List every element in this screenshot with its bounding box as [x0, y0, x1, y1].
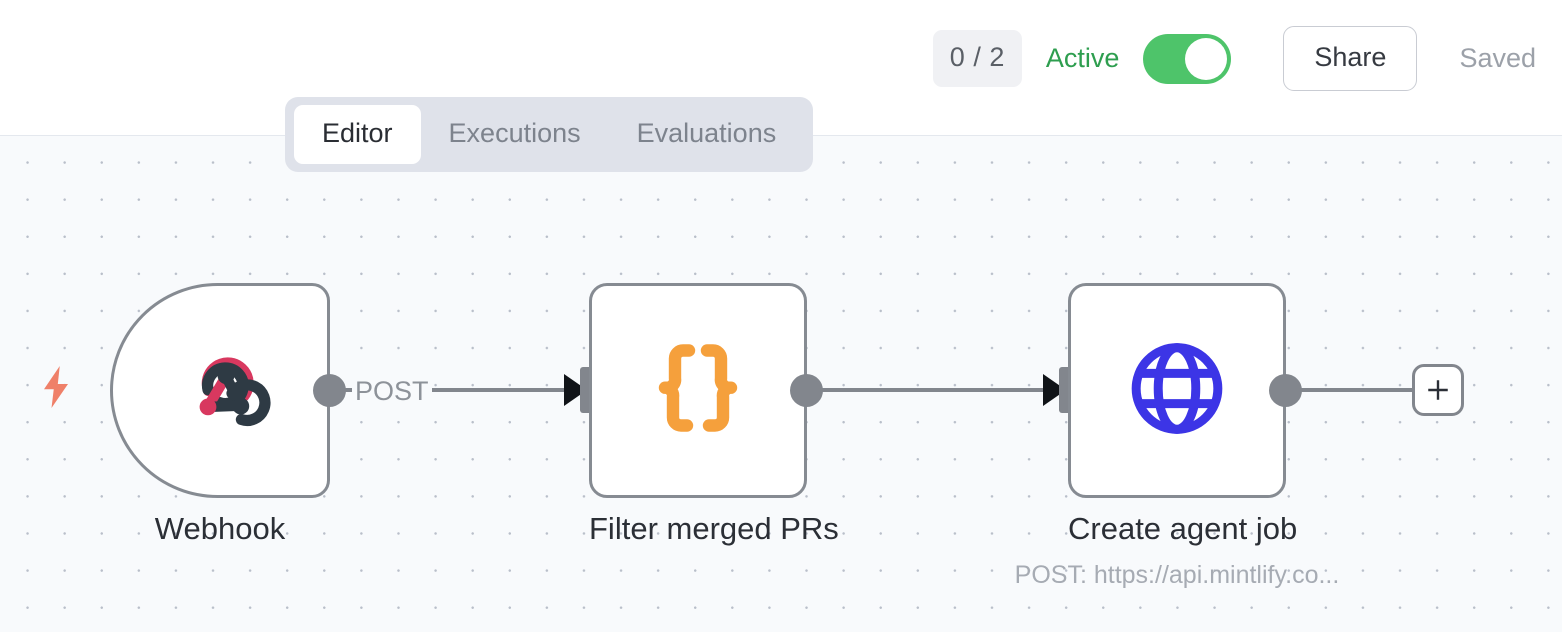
- node-filter-merged-prs[interactable]: [589, 283, 807, 498]
- tab-bar: Editor Executions Evaluations: [285, 97, 814, 172]
- output-port-filter[interactable]: [790, 374, 823, 407]
- output-port-create-agent-job[interactable]: [1269, 374, 1302, 407]
- run-count-badge: 0 / 2: [932, 30, 1022, 87]
- plus-icon: [1428, 380, 1448, 400]
- node-label-create-agent-job: Create agent job: [1068, 511, 1298, 546]
- workflow-canvas[interactable]: Webhook POST Filter merged PRs: [0, 136, 1562, 632]
- webhook-icon: [178, 340, 274, 441]
- saved-status-label: Saved: [1459, 43, 1536, 73]
- tab-editor[interactable]: Editor: [294, 105, 421, 164]
- edge-create-agent-job-to-add[interactable]: [1300, 388, 1412, 392]
- node-webhook[interactable]: [110, 283, 330, 498]
- globe-icon: [1128, 339, 1226, 442]
- edge-filter-to-create-agent-job[interactable]: [821, 388, 1043, 392]
- node-label-webhook: Webhook: [154, 511, 286, 546]
- node-label-filter-merged-prs: Filter merged PRs: [589, 511, 839, 546]
- share-button[interactable]: Share: [1283, 26, 1418, 91]
- active-toggle[interactable]: [1143, 33, 1232, 84]
- curly-braces-icon: [646, 336, 750, 445]
- node-sublabel-create-agent-job: POST: https://api.mintlify.co...: [1014, 561, 1340, 589]
- edge-webhook-to-filter[interactable]: [344, 388, 572, 392]
- add-node-button[interactable]: [1412, 364, 1464, 416]
- tab-evaluations[interactable]: Evaluations: [609, 105, 805, 164]
- lightning-bolt-icon: [38, 364, 74, 415]
- toggle-knob: [1185, 37, 1228, 80]
- header-actions: 0 / 2 Active Share Saved: [932, 26, 1536, 91]
- node-create-agent-job[interactable]: [1068, 283, 1286, 498]
- tab-executions[interactable]: Executions: [421, 105, 609, 164]
- active-status-label: Active: [1045, 43, 1120, 73]
- edge-label-post: POST: [352, 376, 432, 407]
- output-port-webhook[interactable]: [313, 374, 346, 407]
